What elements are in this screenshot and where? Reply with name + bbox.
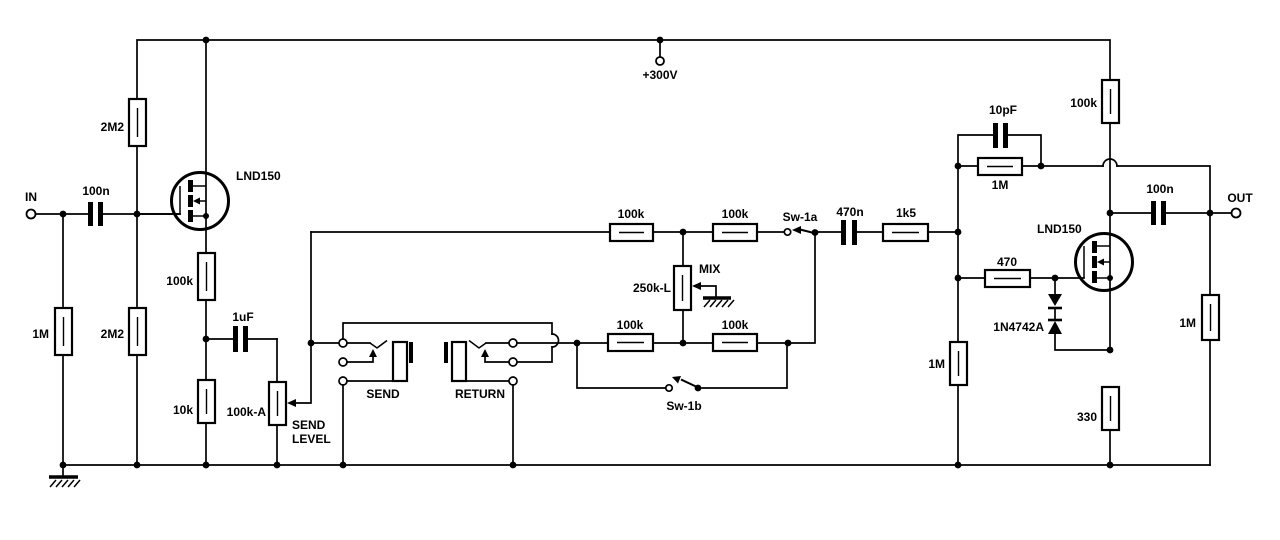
mosfet-q1-label: LND150	[236, 169, 281, 183]
mosfet-q1-icon: LND150	[136, 39, 281, 254]
resistor-mix-top-left-value: 100k	[618, 207, 645, 221]
supply-rail: +300V	[136, 36, 1111, 100]
input-terminal: IN	[25, 190, 89, 220]
capacitor-feedback-value: 10pF	[989, 103, 1017, 117]
resistor-bias-upper-value: 2M2	[101, 120, 125, 134]
resistor-output-load-value: 1M	[1179, 316, 1196, 330]
in-terminal-icon	[25, 208, 37, 220]
capacitor-input-value: 100n	[82, 184, 109, 198]
capacitor-send-value: 1uF	[232, 310, 253, 324]
zener-protection-icon: 1N4742A	[993, 277, 1111, 351]
resistor-series: 1k5	[881, 206, 959, 243]
ground-icon	[49, 464, 81, 488]
switch-sw1a-icon: Sw-1a	[783, 210, 842, 347]
jack-return-label: RETURN	[455, 387, 505, 401]
pot-send-level-caption-2: LEVEL	[292, 432, 331, 446]
pot-mix-value: 250k-L	[633, 281, 671, 295]
resistor-bias-lower-value: 2M2	[101, 327, 125, 341]
switch-sw1b-label: Sw-1b	[666, 399, 701, 413]
pot-mix: MIX 250k-L	[633, 231, 720, 344]
resistor-mix-top-left: 100k	[310, 207, 655, 243]
resistor-gate-ground: 1M	[928, 340, 969, 387]
resistor-mix-bottom-right-value: 100k	[722, 318, 749, 332]
capacitor-output-value: 100n	[1146, 182, 1173, 196]
jack-send-label: SEND	[366, 387, 400, 401]
resistor-feedback: 1M	[957, 156, 1045, 192]
resistor-input-load-value: 1M	[32, 327, 49, 341]
resistor-q1-source-lower: 10k	[173, 378, 217, 466]
pot-send-level-value: 100k-A	[227, 405, 267, 419]
pot-mix-caption: MIX	[699, 262, 720, 276]
output-terminal: OUT	[1213, 191, 1253, 219]
resistor-feedback-value: 1M	[992, 178, 1009, 192]
supply-label: +300V	[642, 68, 677, 82]
capacitor-output: 100n	[1109, 182, 1214, 225]
out-terminal-icon	[1230, 207, 1242, 219]
capacitor-input: 100n	[82, 184, 181, 226]
jack-bypass-wire	[342, 322, 560, 363]
ground-rail	[59, 461, 1211, 469]
resistor-output-load: 1M	[1179, 293, 1221, 342]
resistor-mix-bottom-left-value: 100k	[617, 318, 644, 332]
resistor-q2-gate: 470	[957, 255, 1085, 289]
mosfet-q2-label: LND150	[1037, 222, 1082, 236]
resistor-input-load: 1M	[32, 213, 74, 466]
resistor-mix-bottom-left: 100k	[573, 318, 655, 353]
resistor-q1-source-lower-value: 10k	[173, 403, 193, 417]
switch-sw1b-icon: Sw-1b	[576, 342, 788, 413]
resistor-q2-drain: 100k	[1070, 78, 1121, 466]
switch-sw1a-label: Sw-1a	[783, 210, 818, 224]
in-label: IN	[25, 190, 37, 204]
out-label: OUT	[1227, 191, 1253, 205]
jack-return-icon: RETURN	[444, 338, 578, 466]
resistor-bias-lower: 2M2	[101, 306, 148, 357]
resistor-q2-drain-value: 100k	[1070, 96, 1097, 110]
mosfet-q2-icon: LND150	[1037, 222, 1134, 292]
capacitor-couple-value: 470n	[836, 205, 863, 219]
resistor-series-value: 1k5	[896, 206, 916, 220]
zener-protection-label: 1N4742A	[993, 320, 1044, 334]
resistor-mix-bottom-right: 100k	[652, 318, 789, 353]
resistor-q1-source-upper: 100k	[166, 251, 217, 381]
gate-node-wires	[954, 162, 962, 466]
resistor-mix-top-right: 100k	[652, 207, 785, 243]
resistor-gate-ground-value: 1M	[928, 357, 945, 371]
resistor-mix-top-right-value: 100k	[722, 207, 749, 221]
ground-icon-mix	[703, 296, 735, 308]
resistor-q2-gate-value: 470	[997, 255, 1017, 269]
capacitor-couple: 470n	[836, 205, 884, 245]
pot-send-level: 100k-A SEND LEVEL	[227, 231, 331, 466]
resistor-q2-source: 330	[1077, 385, 1121, 432]
supply-terminal-icon	[655, 56, 665, 66]
jack-send-icon: SEND	[307, 338, 413, 466]
resistor-q2-source-value: 330	[1077, 410, 1097, 424]
resistor-q1-source-upper-value: 100k	[166, 274, 193, 288]
capacitor-send: 1uF	[205, 310, 278, 352]
feedback-to-output-wire	[1040, 158, 1211, 466]
resistor-bias-upper: 2M2	[101, 97, 148, 466]
pot-send-level-caption-1: SEND	[292, 418, 326, 432]
capacitor-feedback: 10pF	[957, 103, 1042, 167]
